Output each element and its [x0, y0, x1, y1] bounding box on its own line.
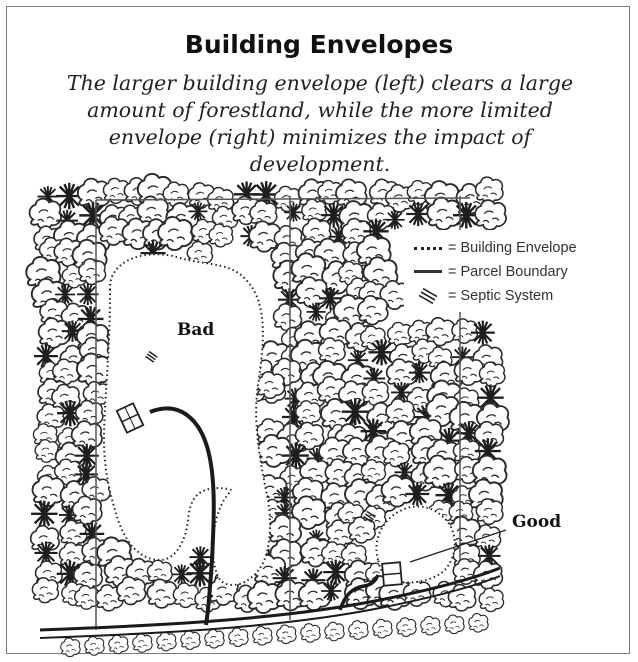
- tree-icon: [325, 622, 344, 641]
- tree-icon: [229, 628, 248, 647]
- pine-tree-icon: [385, 210, 404, 229]
- tree-icon: [85, 637, 104, 656]
- tree-icon: [479, 588, 503, 611]
- tree-icon: [61, 638, 80, 657]
- tree-icon: [109, 635, 128, 654]
- solid-line-icon: [412, 262, 444, 282]
- pine-tree-icon: [321, 581, 341, 601]
- tree-icon: [181, 631, 200, 650]
- tree-icon: [133, 634, 152, 653]
- septic-system-icon: [412, 286, 444, 306]
- legend-row-building-envelope: = Building Envelope: [412, 238, 577, 258]
- tree-icon: [157, 632, 176, 651]
- tree-icon: [274, 304, 302, 331]
- tree-icon: [173, 583, 198, 607]
- legend-row-septic-system: = Septic System: [412, 286, 553, 306]
- pine-tree-icon: [307, 302, 326, 321]
- tree-icon: [373, 619, 392, 638]
- tree-icon: [147, 579, 177, 608]
- house-icon: [382, 562, 402, 585]
- pine-tree-icon: [471, 321, 495, 345]
- pine-tree-icon: [405, 482, 429, 506]
- tree-icon: [30, 199, 62, 229]
- tree-icon: [452, 319, 477, 343]
- label-good: Good: [512, 512, 561, 532]
- pine-tree-icon: [284, 203, 303, 222]
- legend-row-parcel-boundary: = Parcel Boundary: [412, 262, 568, 282]
- legend: = Building Envelope = Parcel Boundary = …: [404, 230, 614, 312]
- pine-tree-icon: [31, 501, 57, 527]
- tree-icon: [445, 615, 464, 634]
- tree-icon: [301, 624, 320, 643]
- dotted-line-icon: [412, 238, 444, 258]
- tree-icon: [205, 629, 224, 648]
- tree-icon: [397, 618, 416, 637]
- tree-icon: [421, 616, 440, 635]
- label-bad: Bad: [177, 320, 214, 340]
- tree-icon: [253, 627, 272, 646]
- legend-label-parcel-boundary: = Parcel Boundary: [448, 264, 568, 280]
- tree-icon: [469, 614, 488, 633]
- pine-tree-icon: [409, 362, 430, 383]
- pine-tree-icon: [342, 398, 369, 425]
- legend-label-septic-system: = Septic System: [448, 288, 553, 304]
- pine-tree-icon: [189, 202, 208, 221]
- tree-icon: [53, 359, 80, 384]
- tree-icon: [277, 625, 296, 644]
- legend-label-building-envelope: = Building Envelope: [448, 240, 577, 256]
- tree-icon: [349, 621, 368, 640]
